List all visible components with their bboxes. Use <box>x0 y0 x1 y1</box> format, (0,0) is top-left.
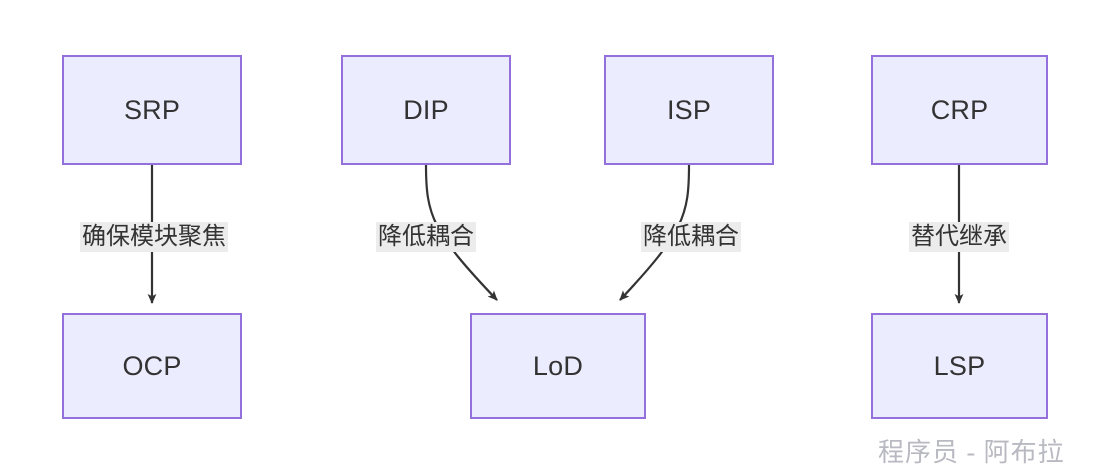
edge-label-srp-ocp: 确保模块聚焦 <box>80 222 228 253</box>
node-lsp[interactable]: LSP <box>871 313 1048 419</box>
node-dip-label: DIP <box>403 94 449 125</box>
node-lsp-label: LSP <box>933 350 986 381</box>
node-ocp-label: OCP <box>122 350 182 381</box>
edge-label-isp-lod: 降低耦合 <box>641 222 741 253</box>
node-srp-label: SRP <box>123 94 181 125</box>
node-lod-label: LoD <box>532 350 584 381</box>
node-dip[interactable]: DIP <box>341 55 511 165</box>
watermark: 程序员 - 阿布拉 <box>878 438 1065 467</box>
node-crp[interactable]: CRP <box>871 55 1048 165</box>
node-isp-label: ISP <box>666 94 712 125</box>
node-srp[interactable]: SRP <box>62 55 242 165</box>
node-ocp[interactable]: OCP <box>62 313 242 419</box>
node-lod[interactable]: LoD <box>470 313 646 419</box>
node-crp-label: CRP <box>930 94 989 125</box>
edge-label-dip-lod: 降低耦合 <box>376 222 476 253</box>
edge-label-crp-lsp: 替代继承 <box>909 222 1009 253</box>
node-isp[interactable]: ISP <box>604 55 774 165</box>
